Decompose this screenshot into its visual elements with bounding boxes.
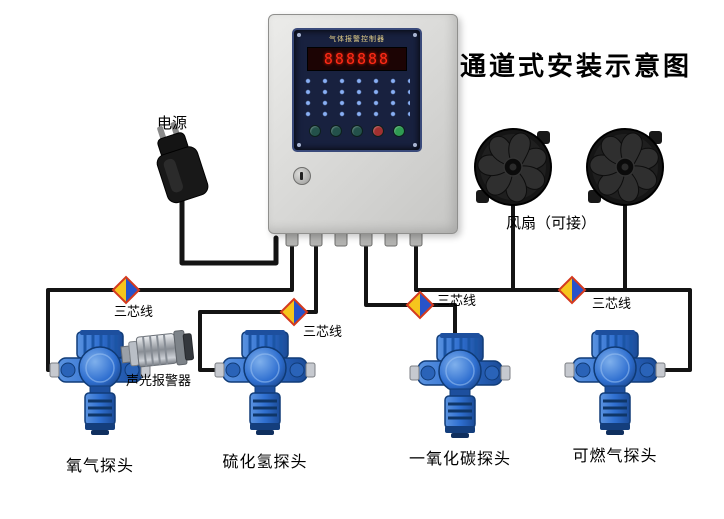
panel-screw	[413, 143, 417, 147]
wire-combustible	[414, 236, 692, 372]
detector-co-label: 一氧化碳探头	[408, 451, 512, 468]
panel-button	[309, 125, 321, 137]
fan-2-icon	[587, 129, 663, 205]
power-cord	[179, 193, 279, 266]
panel-buttons	[294, 125, 420, 137]
wire-label-2: 三芯线	[303, 324, 343, 339]
power-plug-icon	[156, 121, 209, 204]
detector-h2s-label: 硫化氢探头	[222, 454, 308, 471]
indicator-led-grid	[304, 77, 410, 119]
detector-combustible-label: 可燃气探头	[572, 448, 658, 465]
diagram-title: 通道式安装示意图	[460, 52, 693, 81]
sound-light-alarm-label: 声光报警器	[126, 373, 192, 388]
wire-label-1: 三芯线	[114, 304, 154, 319]
led-display: 888888	[307, 47, 407, 71]
detector-oxygen-label: 氧气探头	[65, 458, 135, 475]
keyhole-slot	[300, 172, 303, 180]
panel-screw	[297, 33, 301, 37]
wire-label-3: 三芯线	[437, 293, 477, 308]
controller-panel: 气体报警控制器 888888	[292, 28, 422, 152]
wire-label-4: 三芯线	[592, 296, 632, 311]
wire-diamond-4	[558, 276, 586, 304]
sound-light-alarm-icon	[120, 329, 195, 368]
detector-h2s-icon	[213, 328, 317, 437]
gas-alarm-controller: 气体报警控制器 888888	[268, 14, 458, 234]
wire-h2s	[198, 236, 318, 372]
panel-button	[351, 125, 363, 137]
power-label: 电源	[157, 115, 188, 132]
panel-button	[393, 125, 405, 137]
fan-label: 风扇（可接）	[506, 215, 597, 232]
panel-screw	[413, 33, 417, 37]
detector-combustible-icon	[563, 328, 667, 437]
panel-screw	[297, 143, 301, 147]
keyhole-lock	[293, 167, 311, 185]
panel-title: 气体报警控制器	[329, 36, 385, 43]
detector-co-icon	[408, 331, 512, 440]
panel-button	[330, 125, 342, 137]
fan-1-icon	[475, 129, 551, 205]
wire-diamond-1	[112, 276, 140, 304]
wire-diamond-3	[406, 291, 434, 319]
panel-button	[372, 125, 384, 137]
